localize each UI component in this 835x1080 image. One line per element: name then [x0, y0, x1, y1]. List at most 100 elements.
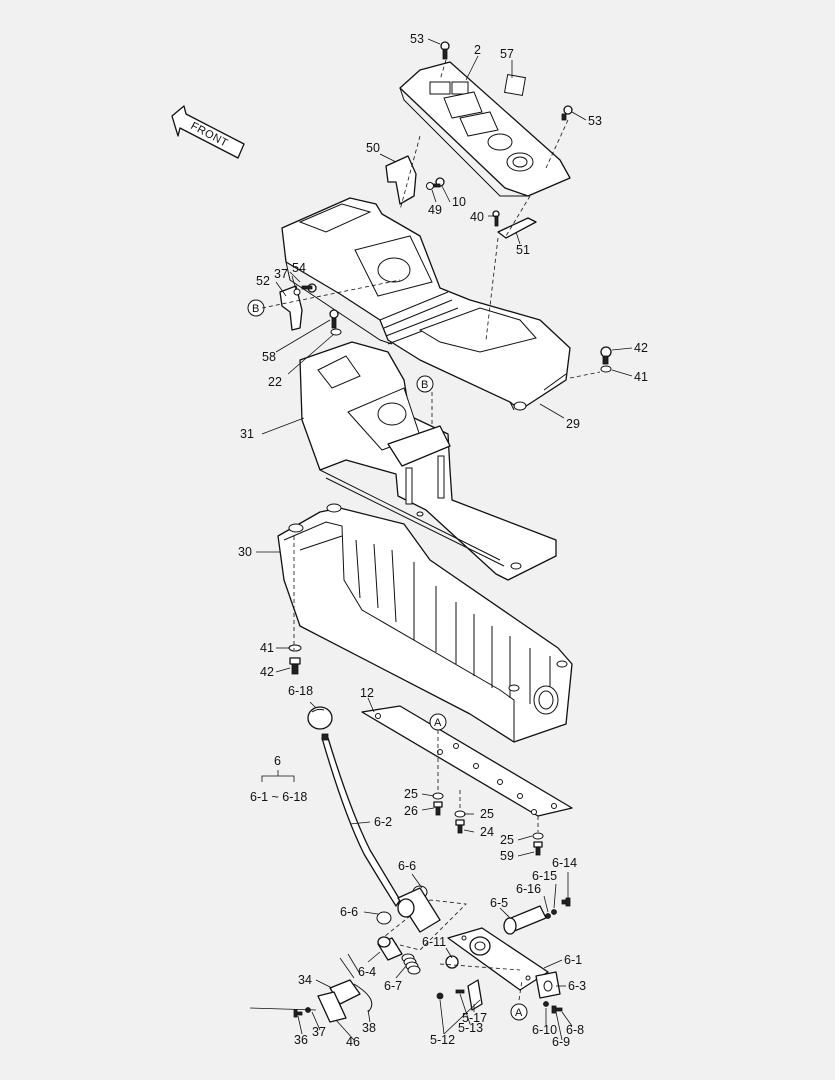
console-base-part-30 — [277, 503, 573, 743]
bolt-part-5-13 — [455, 989, 465, 994]
nut-part-6-16 — [545, 913, 551, 919]
callout-37-top: 37 — [274, 267, 288, 281]
callout-6-15: 6-15 — [532, 869, 557, 883]
bolt-part-54 — [301, 283, 317, 293]
callout-54: 54 — [292, 261, 306, 275]
callout-6: 6 — [274, 754, 281, 768]
shift-lever-part-6-2 — [321, 733, 401, 907]
callout-6-4: 6-4 — [358, 965, 376, 979]
callout-34: 34 — [298, 973, 312, 987]
callout-42-right: 42 — [634, 341, 648, 355]
ref-marker-a-bottom: A — [510, 1003, 528, 1021]
washer-part-25-c — [532, 832, 544, 840]
washer-part-25-a — [432, 792, 444, 800]
callout-6-14: 6-14 — [552, 856, 577, 870]
plate-part-6-3 — [535, 971, 561, 999]
top-cover-part-2 — [399, 61, 571, 197]
callout-53-top: 53 — [410, 32, 424, 46]
callout-6-range: 6-1 ~ 6-18 — [250, 790, 307, 804]
callout-5-13: 5-13 — [458, 1021, 483, 1035]
bolt-part-10 — [431, 177, 445, 188]
alignment-lines — [261, 59, 601, 1001]
bolt-part-6-14 — [561, 897, 571, 907]
callout-6-7: 6-7 — [384, 979, 402, 993]
bolt-part-24 — [455, 819, 465, 834]
callout-26: 26 — [404, 804, 418, 818]
callout-38: 38 — [362, 1021, 376, 1035]
spring-part-6-7 — [401, 953, 421, 975]
bracket-part-50 — [385, 155, 417, 205]
callout-46: 46 — [346, 1035, 360, 1049]
washer-part-49 — [426, 182, 434, 190]
bracket-part-5-17 — [467, 979, 483, 1011]
wire-part-38 — [353, 983, 373, 1013]
callout-24: 24 — [480, 825, 494, 839]
callout-6-16: 6-16 — [516, 882, 541, 896]
svg-text:B: B — [421, 379, 428, 391]
callout-40: 40 — [470, 210, 484, 224]
callout-6-5: 6-5 — [490, 896, 508, 910]
callout-10: 10 — [452, 195, 466, 209]
callout-30: 30 — [238, 545, 252, 559]
callout-25-a: 25 — [404, 787, 418, 801]
screw-part-53-right — [561, 105, 573, 121]
screw-part-53-top — [440, 41, 450, 60]
callout-59: 59 — [500, 849, 514, 863]
bracket-part-46 — [317, 991, 347, 1023]
shift-knob-part-6-18 — [307, 706, 333, 730]
pivot-part-6-6 — [376, 885, 441, 933]
screw-part-36 — [293, 1009, 303, 1018]
callout-41-left: 41 — [260, 641, 274, 655]
callout-6-10: 6-10 — [532, 1023, 557, 1037]
ref-marker-b-right: B — [416, 375, 434, 393]
bolt-part-42-right — [600, 346, 612, 365]
bushing-part-6-4 — [377, 936, 403, 961]
callout-37-bottom: 37 — [312, 1025, 326, 1039]
callout-42-left: 42 — [260, 665, 274, 679]
callout-6-6-left: 6-6 — [340, 905, 358, 919]
callout-50: 50 — [366, 141, 380, 155]
bolt-part-5-12 — [436, 992, 444, 1000]
callout-58: 58 — [262, 350, 276, 364]
callout-6-1: 6-1 — [564, 953, 582, 967]
callout-53-right: 53 — [588, 114, 602, 128]
callout-6-8: 6-8 — [566, 1023, 584, 1037]
ref-marker-b-left: B — [247, 299, 265, 317]
callout-31: 31 — [240, 427, 254, 441]
screws-part-6-8-6-9-6-10 — [543, 1001, 563, 1014]
ref-marker-a-top: A — [429, 713, 447, 731]
svg-text:A: A — [515, 1007, 523, 1019]
callout-6-18: 6-18 — [288, 684, 313, 698]
bolt-part-26 — [433, 801, 443, 816]
callout-labels: 53 2 57 53 50 49 10 40 51 54 37 52 58 22… — [238, 32, 648, 1049]
mounting-plate-part-12 — [361, 705, 573, 817]
svg-text:A: A — [434, 717, 442, 729]
callout-25-b: 25 — [480, 807, 494, 821]
label-part-57 — [503, 73, 527, 97]
callout-6-2: 6-2 — [374, 815, 392, 829]
leader-lines — [249, 38, 633, 1041]
bolt-part-58 — [329, 309, 339, 329]
callout-41-right: 41 — [634, 370, 648, 384]
washer-part-37-top — [293, 288, 301, 296]
callout-2: 2 — [474, 43, 481, 57]
callout-6-9: 6-9 — [552, 1035, 570, 1049]
washer-part-22 — [330, 328, 342, 336]
pin-part-6-5 — [503, 905, 547, 935]
callout-12: 12 — [360, 686, 374, 700]
bolt-part-59 — [533, 841, 543, 856]
inner-frame-part-31 — [299, 341, 557, 581]
console-cover-part-29 — [281, 197, 571, 411]
front-direction-arrow: FRONT — [171, 105, 245, 159]
washer-part-41-left — [288, 644, 302, 652]
callout-5-17: 5-17 — [462, 1011, 487, 1025]
callout-51: 51 — [516, 243, 530, 257]
callout-6-6-top: 6-6 — [398, 859, 416, 873]
callout-22: 22 — [268, 375, 282, 389]
svg-text:B: B — [252, 303, 259, 315]
washer-part-25-b — [454, 810, 466, 818]
callout-6-11: 6-11 — [422, 935, 446, 949]
bolt-part-42-left — [289, 657, 301, 675]
washer-part-41-right — [600, 365, 612, 373]
